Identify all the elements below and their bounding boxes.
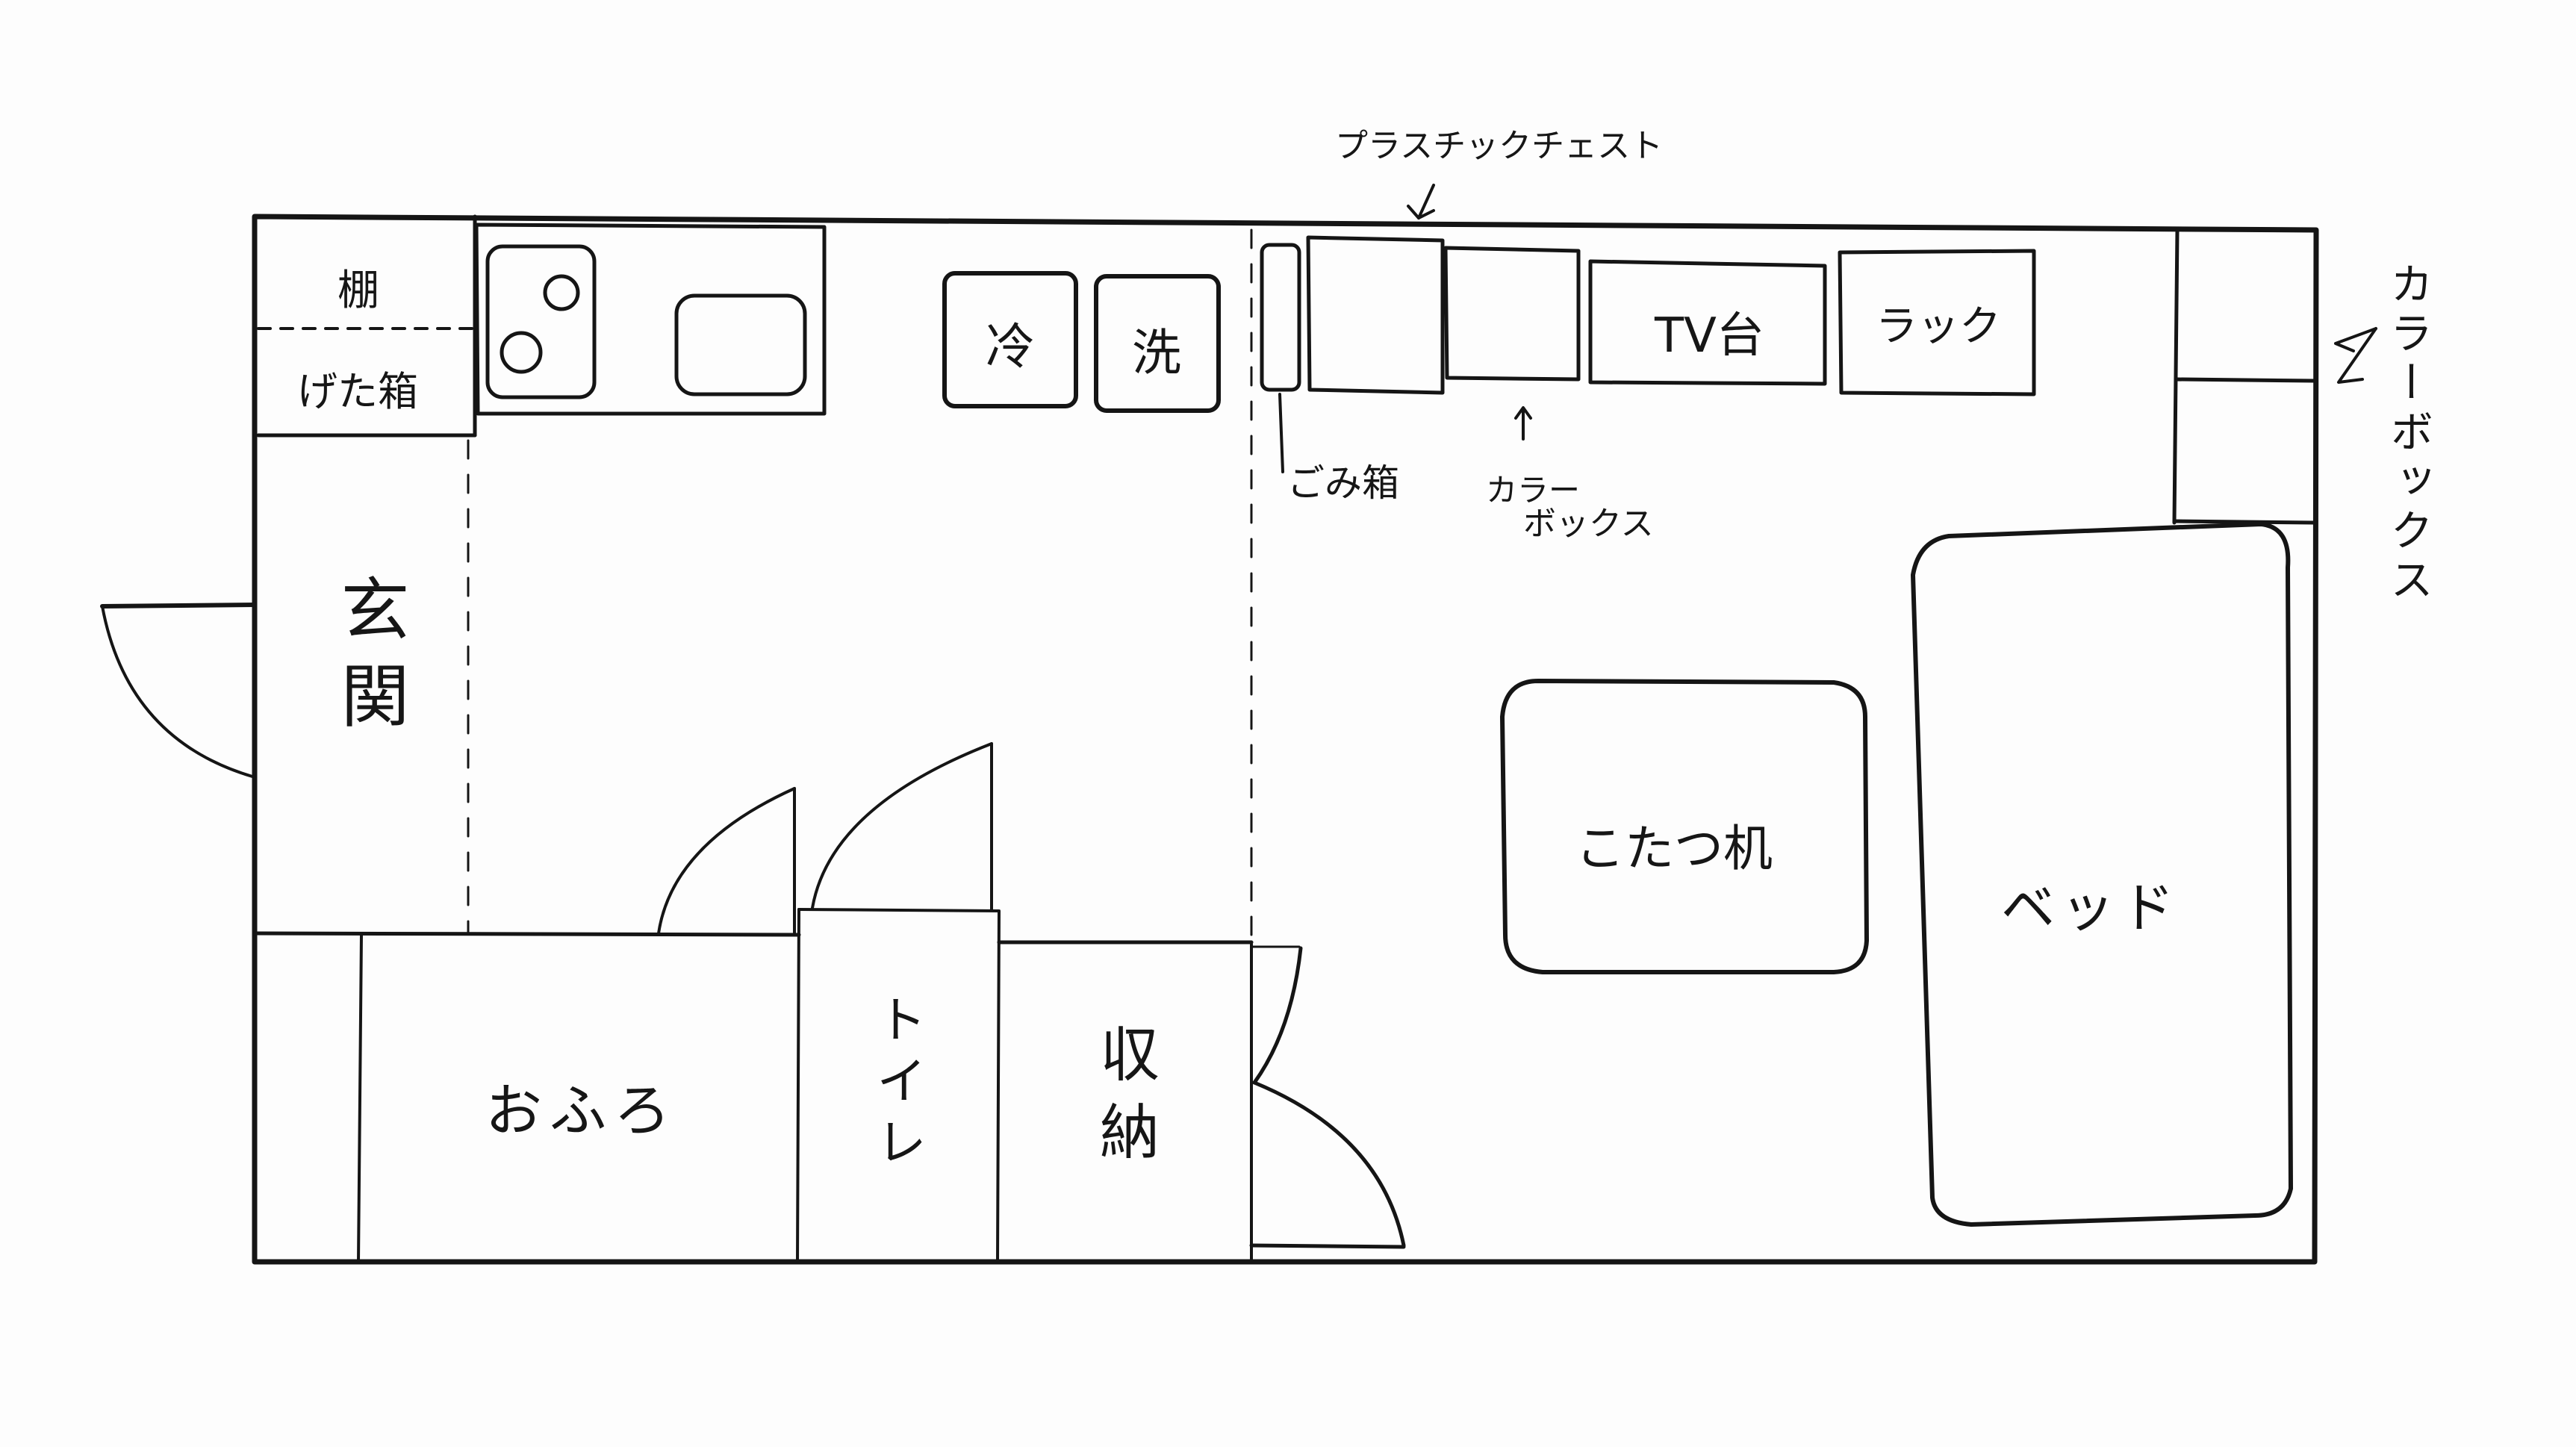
label-fridge: 冷 [986,318,1035,376]
label-shoe-box: げた箱 [297,368,418,415]
label-shelf: 棚 [337,267,379,315]
right-color-boxes [2172,228,2315,525]
label-tv-stand: TV台 [1655,308,1764,364]
label-toilet: トイレ [867,993,926,1177]
trash-bin [1260,243,1301,392]
color-box [1443,246,1581,382]
bath-door [657,787,796,935]
label-storage: 収納 [1090,1023,1160,1178]
appliances [942,271,1221,413]
rack [1838,249,2036,396]
label-trash: ごみ箱 [1287,461,1399,505]
sink [674,293,807,396]
outer-walls [252,214,2319,1265]
bed [1911,522,2293,1227]
label-plastic-chest: プラスチックチェスト [1335,127,1664,165]
front-door [100,603,257,778]
top-furniture [1260,235,2036,396]
bottom-rooms [252,908,1254,1263]
label-kotatsu: こたつ机 [1575,820,1773,877]
label-color-box-right: カラーボックス [2383,261,2433,606]
plastic-chest [1306,235,1445,395]
tv-stand [1588,259,1827,386]
toilet-door [811,742,993,911]
living-room-door [1249,945,1406,1249]
label-color-box-line1: カラー [1486,472,1581,508]
kotatsu-table [1500,679,1869,974]
label-rack: ラック [1876,302,2001,351]
label-bath: おふろ [485,1077,678,1144]
label-bed: ベッド [2001,877,2181,939]
label-washer: 洗 [1132,324,1181,382]
kitchen-counter [474,223,827,416]
label-entrance: 玄関 [329,573,409,747]
label-color-box-line2: ボックス [1523,505,1654,543]
stove [485,244,597,399]
stove-burners [500,274,580,374]
annotation-arrows [1278,184,2377,473]
